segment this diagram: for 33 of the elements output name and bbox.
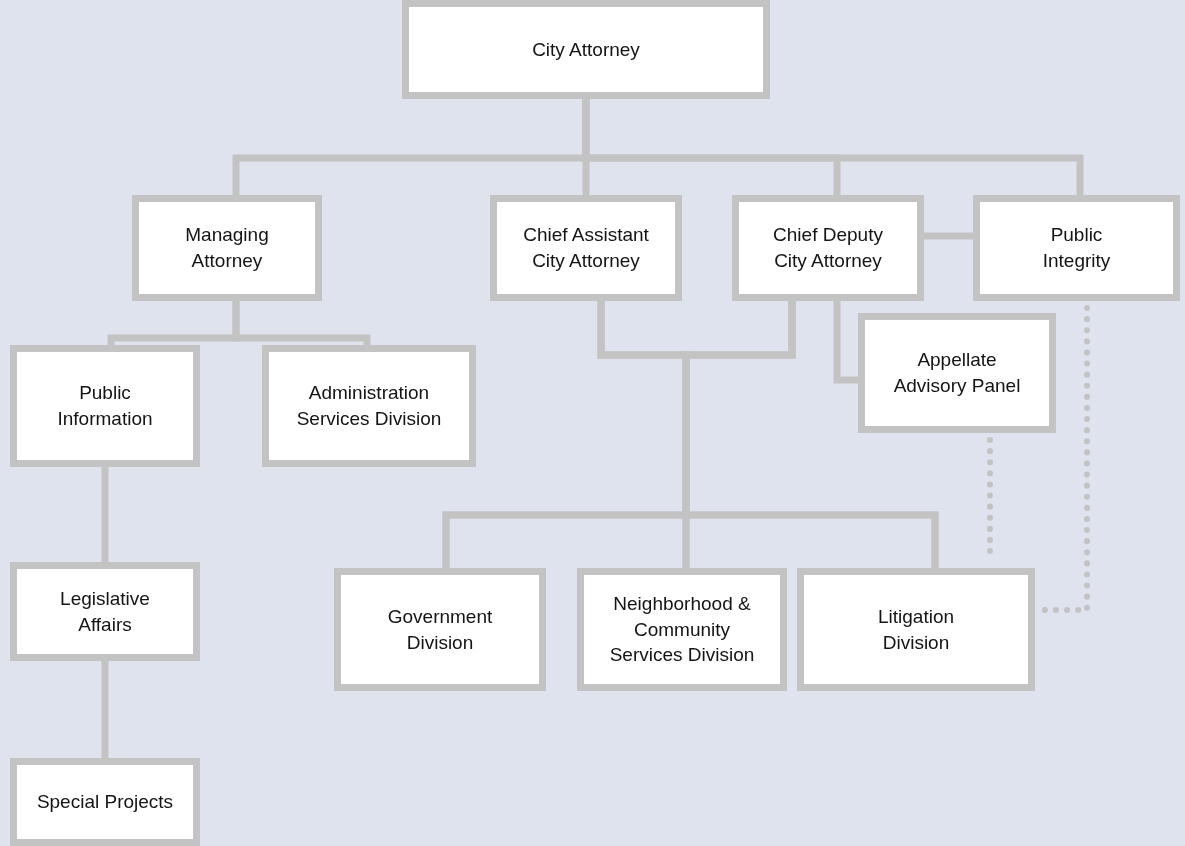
org-box bbox=[402, 0, 770, 99]
box-label: Administration Services Division bbox=[295, 381, 443, 431]
box-label: Appellate Advisory Panel bbox=[892, 348, 1022, 398]
box-label: Chief Assistant City Attorney bbox=[522, 223, 650, 273]
org-box bbox=[334, 568, 546, 691]
box-label: Litigation Division bbox=[876, 604, 956, 655]
org-box bbox=[858, 313, 1056, 433]
connector-line bbox=[101, 661, 109, 758]
org-box bbox=[973, 195, 1180, 301]
box-label: Legislative Affairs bbox=[59, 586, 151, 637]
box-label: Government Division bbox=[386, 604, 494, 655]
box-label: City Attorney bbox=[532, 37, 640, 62]
org-box bbox=[10, 562, 200, 661]
connector-line bbox=[682, 301, 939, 568]
org-box bbox=[797, 568, 1035, 691]
box-label: Public Integrity bbox=[1041, 223, 1112, 273]
box-label: Chief Deputy City Attorney bbox=[772, 223, 884, 273]
connector-line bbox=[101, 467, 109, 562]
box-label: Special Projects bbox=[36, 790, 174, 815]
org-box bbox=[577, 568, 787, 691]
box-label: Public Information bbox=[56, 381, 154, 431]
org-box bbox=[132, 195, 322, 301]
connector-line bbox=[833, 301, 858, 384]
box-label: Managing Attorney bbox=[184, 223, 270, 273]
org-box bbox=[10, 345, 200, 467]
org-box bbox=[10, 758, 200, 846]
connector-line bbox=[232, 301, 371, 345]
connector-line bbox=[924, 232, 973, 240]
org-box bbox=[262, 345, 476, 467]
org-box bbox=[732, 195, 924, 301]
org-box bbox=[490, 195, 682, 301]
dotted-connector bbox=[1039, 305, 1090, 613]
box-label: Neighborhood & Community Services Division bbox=[608, 592, 756, 668]
